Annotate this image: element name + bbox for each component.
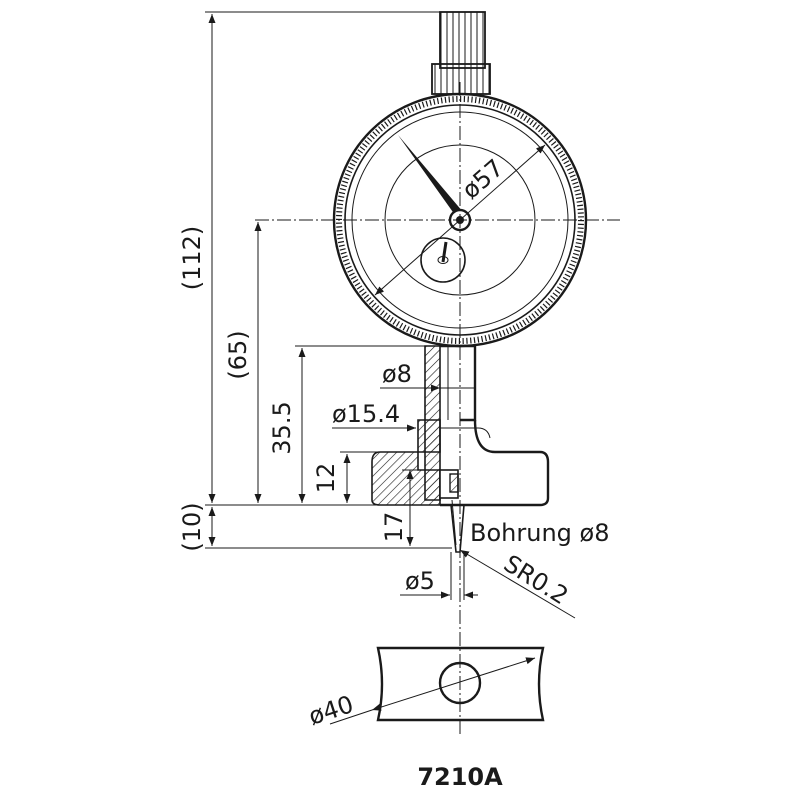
tip-radius-leader xyxy=(459,549,576,619)
dim-base-height-label: 12 xyxy=(312,463,340,494)
dim-contact-diameter-label: ø5 xyxy=(405,567,435,595)
contact-knurl xyxy=(449,473,459,493)
dim-stem-diameter-label: ø8 xyxy=(382,360,412,388)
stem-outline-right xyxy=(440,344,477,422)
top-cap xyxy=(439,11,486,69)
bore-note-leader xyxy=(451,499,457,546)
base-bottom-view: ø40 xyxy=(305,632,545,735)
dim-overall-height-label: (112) xyxy=(178,226,206,291)
tip-radius-label: SR0.2 xyxy=(499,549,573,610)
dim-dial-center-label: (65) xyxy=(224,330,252,379)
dim-base-bore-label: ø15.4 xyxy=(332,400,400,428)
knurled-collar xyxy=(431,63,491,95)
dim-stem-height-label: 35.5 xyxy=(268,401,296,454)
model-number: 7210A xyxy=(417,763,503,791)
depth-base-section xyxy=(371,344,550,553)
dial-diameter-line xyxy=(374,144,546,296)
base-plan-diameter-label: ø40 xyxy=(305,690,357,731)
dim-contact-height-label: (10) xyxy=(178,502,206,551)
vertical-dimensions: (112) (65) 35.5 12 (10) 17 xyxy=(178,11,452,552)
dim-contact-length-label: 17 xyxy=(380,512,408,543)
contact-point xyxy=(450,504,465,553)
base-plan-diameter-ext xyxy=(329,709,373,725)
dial-gauge: ø57 xyxy=(255,11,620,640)
base-outline-right xyxy=(440,419,550,507)
base-plan-diameter-line xyxy=(371,657,536,711)
bore-note-label: Bohrung ø8 xyxy=(470,519,609,547)
dim-base-bore-right xyxy=(440,427,491,439)
base-collar-hatched xyxy=(417,419,441,453)
